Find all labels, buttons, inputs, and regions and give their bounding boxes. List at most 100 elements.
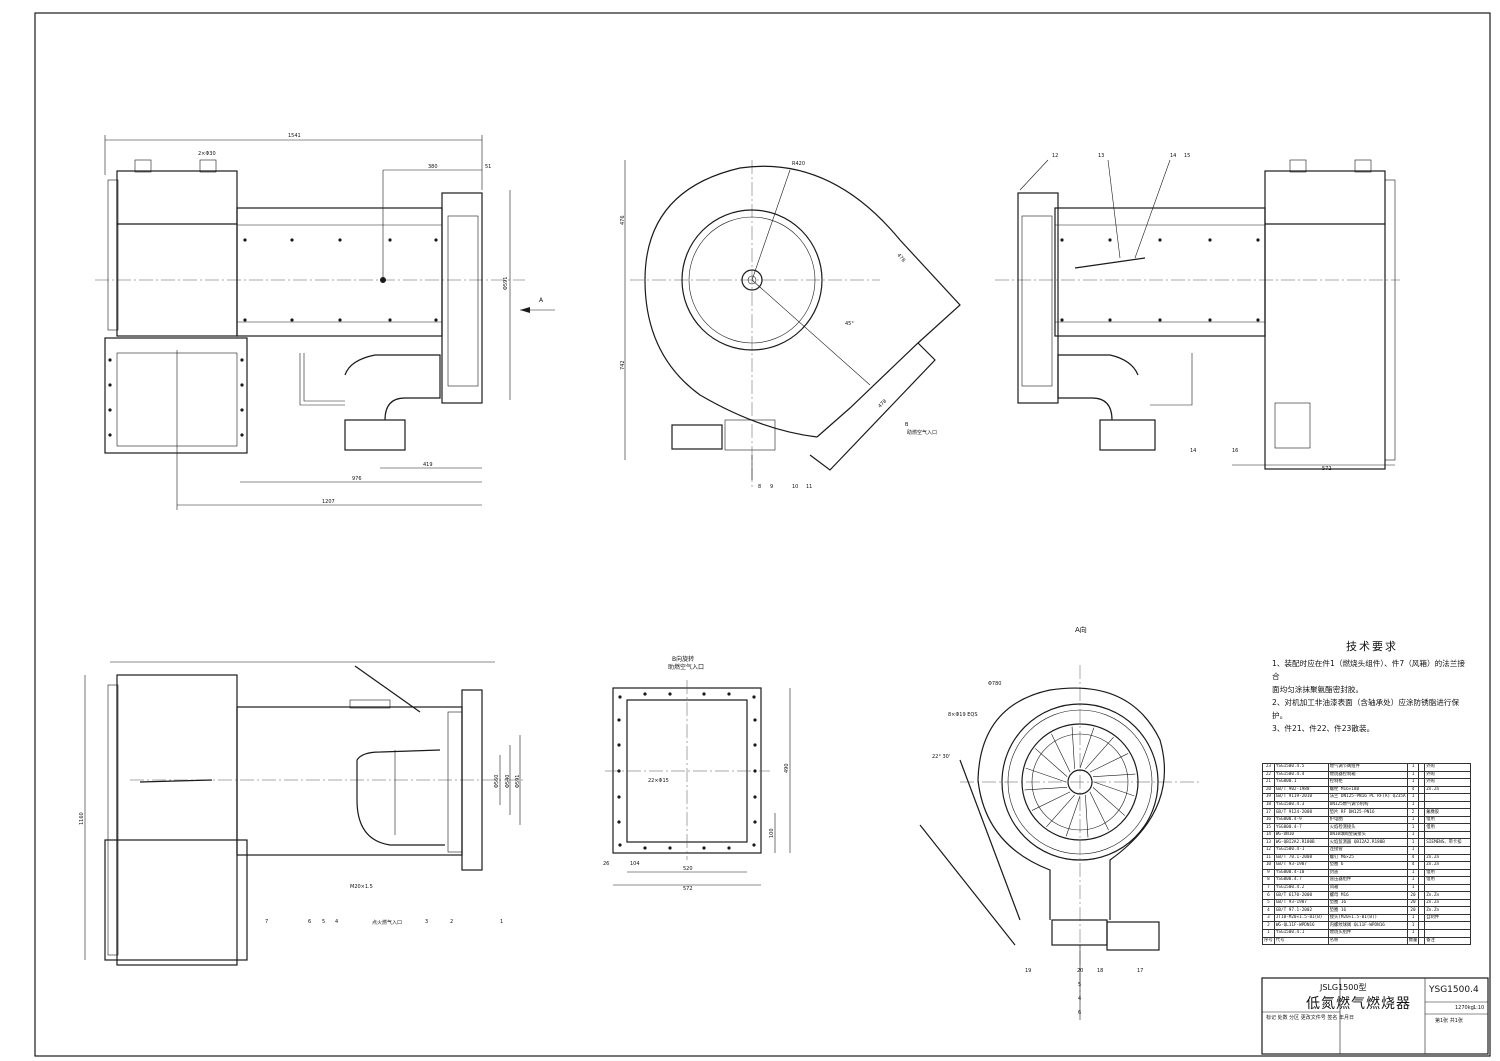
bom-cell: 20 (1406, 898, 1420, 908)
bom-cell: 1 (1406, 800, 1420, 810)
dim-591: Φ591 (503, 277, 509, 290)
dim-8-holes: 8×Φ19 EQS (948, 712, 978, 718)
fan-blade (1065, 795, 1081, 837)
bom-cell: 垫圈 16 (1327, 906, 1408, 915)
bom-cell: 3 (1262, 913, 1275, 923)
bom-cell: 螺母 M16 (1327, 891, 1408, 900)
bom-cell: Zn.Zn (1424, 898, 1471, 908)
bom-cell: GB/T 902-1988 (1273, 785, 1329, 795)
dim-1541: 1541 (288, 133, 301, 139)
bom-cell: 外购 (1424, 770, 1471, 780)
bom-cell: 1 (1406, 921, 1420, 931)
bom-cell: 燃烧头组件 (1327, 929, 1408, 938)
bom-cell: 12 (1262, 846, 1275, 855)
bom-cell: 借用 (1424, 876, 1471, 885)
bom-cell: 借用 (1424, 868, 1471, 878)
bom-cell: 燃气调节阀组件 (1327, 763, 1408, 772)
part-8: 8 (758, 484, 761, 490)
dim-bolt-holes: 2×Φ30 (198, 151, 216, 157)
bom-cell: GB/T 9124-2008 (1273, 808, 1329, 817)
dim-478b: 478 (877, 398, 888, 409)
bom-cell (1424, 921, 1471, 931)
bom-cell: Zn.Zn (1424, 861, 1471, 870)
bom-cell: 垫圈 16 (1327, 898, 1408, 908)
bom-cell: 控制柜 (1327, 778, 1408, 787)
bom-cell: YSG800.4.7 (1273, 876, 1329, 885)
part-1: 1 (500, 919, 503, 925)
bom-cell: 4 (1406, 861, 1420, 870)
bom-cell: 连接管 (1327, 846, 1408, 855)
bom-cell: 外购 (1424, 778, 1471, 787)
fan-blade (1092, 773, 1136, 777)
dim-476: 476 (620, 215, 626, 225)
gas-inlet-label: 点火燃气入口 (372, 919, 402, 926)
view-b-label-2: 助燃空气入口 (668, 663, 704, 671)
bom-cell: 2 (1406, 808, 1420, 817)
bom-cell: 内螺纹球阀 QL11F-WPDN16 (1327, 921, 1408, 931)
fan-blade (1089, 753, 1129, 773)
bom-cell: 1 (1406, 823, 1420, 832)
dim-225: 22° 30' (932, 754, 950, 760)
fan-blade (1092, 787, 1126, 816)
dim-419: 419 (423, 462, 433, 468)
bom-cell: 火焰检测接头 (1327, 823, 1408, 832)
part-9: 9 (770, 484, 773, 490)
bom-cell: 1 (1406, 838, 1420, 847)
bom-cell: 1 (1406, 830, 1420, 840)
bom-cell (1424, 800, 1471, 810)
part-12: 12 (1052, 153, 1058, 159)
bom-cell: 1 (1406, 770, 1420, 780)
bom-cell: 数量 (1406, 936, 1420, 946)
fan-blade (1085, 794, 1089, 838)
bom-cell: 10 (1262, 861, 1275, 870)
dim-520: 520 (683, 866, 693, 872)
part-16: 16 (1232, 448, 1238, 454)
bom-cell: 火焰监测器 QBI2A2.R180B (1327, 838, 1408, 847)
part-7: 7 (265, 919, 268, 925)
dim-540: Φ540 (505, 775, 511, 788)
bom-cell: 螺栓 M16×180 (1327, 785, 1408, 795)
bom-cell: 法兰 DN125-PN16 PL RF(A) Q235A (1327, 793, 1408, 802)
part-4-stack: 4 (1078, 996, 1081, 1002)
dim-490: 490 (784, 763, 790, 773)
bom-cell: 20 (1406, 891, 1420, 900)
drawing-code: YSG1500.4 (1429, 985, 1479, 995)
rear-view (995, 159, 1400, 470)
dim-560: Φ560 (494, 775, 500, 788)
bom-cell (1424, 883, 1471, 893)
bom-cell: 外购 (1424, 763, 1471, 772)
dim-1207: 1207 (322, 499, 335, 505)
sheet-count: 第1张 共1张 (1435, 1018, 1463, 1024)
bom-cell: 螺钉 M6×25 (1327, 853, 1408, 863)
revision-header: 标记 处数 分区 更改文件号 签名 年月日 (1266, 1015, 1354, 1021)
fan-blade (1025, 767, 1067, 783)
dim-976: 976 (352, 476, 362, 482)
bom-cell: 21 (1262, 778, 1275, 787)
model-name: JSLG1500型 (1320, 983, 1367, 992)
a-view (919, 665, 1200, 1020)
bom-cell: 风箱 (1327, 883, 1408, 893)
dim-22-holes: 22×Φ15 (648, 778, 669, 784)
dim-572b: 572 (683, 886, 693, 892)
bom-cell: 氟橡胶 (1424, 808, 1471, 817)
bom-cell: JT10-M20×1.5-BI(B) (1273, 913, 1329, 923)
bom-cell: 22 (1262, 770, 1275, 780)
dim-380: 380 (428, 164, 438, 170)
bom-cell: WG-QBI2A2.R180B (1273, 838, 1329, 847)
bom-cell: 备注 (1424, 936, 1471, 946)
bom-cell: SIEMENS、带卡扣 (1424, 838, 1471, 847)
bom-cell: YSG800.4-7 (1273, 823, 1329, 832)
arrow-a-label: A (539, 297, 544, 304)
bom-cell: YSG1500.4-1 (1273, 846, 1329, 855)
bom-cell: GB/T 70.1-2008 (1273, 853, 1329, 863)
bom-cell: 1 (1406, 778, 1420, 787)
fan-blade (1046, 794, 1075, 828)
